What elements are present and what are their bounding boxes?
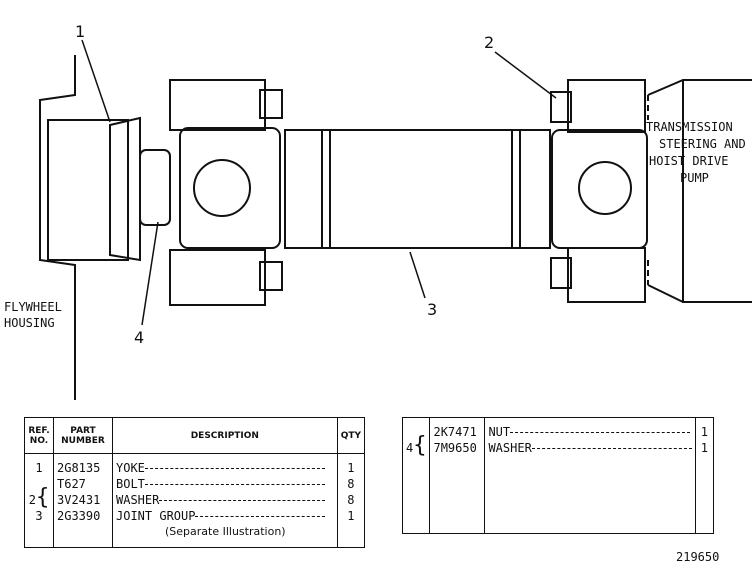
right-upper-bolt	[550, 91, 572, 123]
table-row: 7M9650 WASHER 1	[403, 439, 715, 456]
figure-number: 219650	[676, 550, 720, 564]
header-ref: REF.NO.	[24, 417, 54, 454]
leader-2	[494, 51, 557, 99]
leader-4	[141, 221, 159, 326]
leader-1	[81, 39, 111, 123]
transmission-label-line-1: TRANSMISSION	[646, 120, 733, 134]
transmission-label-line-3: HOIST DRIVE	[649, 154, 729, 168]
callout-4: 4	[134, 328, 145, 347]
left-lower-bolt	[259, 261, 283, 291]
header-qty: QTY	[336, 417, 366, 454]
left-joint-bearing	[193, 159, 251, 217]
table-row: 4{ 2K7471 NUT 1	[401, 423, 715, 456]
callout-2: 2	[484, 33, 495, 52]
table-row: 3V2431 WASHER 8	[25, 491, 366, 508]
callout-1: 1	[75, 22, 86, 41]
right-lower-cap	[567, 247, 646, 303]
flywheel-label-line-2: HOUSING	[4, 316, 55, 330]
leader-3	[409, 251, 426, 299]
transmission-label-line-4: PUMP	[680, 171, 709, 185]
left-joint-body	[179, 127, 281, 249]
shaft-tube	[284, 129, 551, 249]
left-yoke-flange	[109, 116, 141, 262]
header-description: DESCRIPTION	[112, 417, 338, 454]
table-row: (Separate Illustration)	[24, 523, 366, 540]
left-lower-cap	[169, 249, 266, 306]
table-row: 2{ T627 BOLT 8	[24, 475, 366, 508]
transmission-label-line-2: STEERING AND	[659, 137, 746, 151]
left-nut	[139, 149, 171, 226]
right-joint-body	[551, 129, 648, 249]
flywheel-hub	[47, 119, 129, 261]
right-upper-cap	[567, 79, 646, 133]
right-lower-bolt	[550, 257, 572, 289]
left-upper-cap	[169, 79, 266, 131]
left-upper-bolt	[259, 89, 283, 119]
table-row: 3 2G3390 JOINT GROUP 1	[24, 507, 366, 524]
table-row: 1 2G8135 YOKE 1	[24, 459, 366, 476]
callout-3: 3	[427, 300, 438, 319]
driveshaft-drawing	[39, 39, 752, 400]
right-joint-bearing	[578, 161, 632, 215]
transmission-housing	[647, 79, 752, 303]
flywheel-housing-outline	[39, 55, 76, 400]
flywheel-label-line-1: FLYWHEEL	[4, 300, 62, 314]
parts-table-right: 4{ 2K7471 NUT 1 7M9650 WASHER 1	[401, 417, 715, 534]
